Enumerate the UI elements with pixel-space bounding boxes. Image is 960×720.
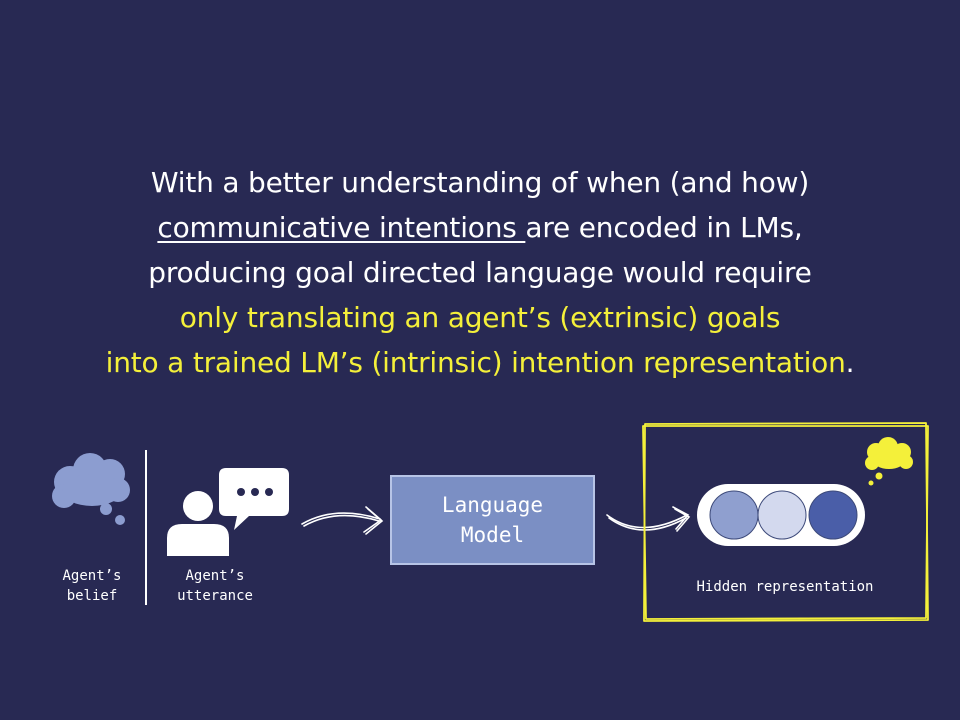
headline-line-4: only translating an agent’s (extrinsic) … <box>179 301 781 334</box>
headline-line-2-rest: are encoded in LMs, <box>525 211 803 244</box>
headline-line-2: communicative intentions are encoded in … <box>0 205 960 250</box>
hidden-representation <box>697 484 865 546</box>
hidden-unit-1 <box>709 490 759 540</box>
speech-bubble-icon <box>219 468 289 530</box>
headline-line-1: With a better understanding of when (and… <box>150 166 810 199</box>
hidden-representation-frame <box>642 422 929 622</box>
thought-cloud-icon <box>865 437 913 486</box>
arrow-icon <box>301 506 384 535</box>
person-icon <box>167 491 229 556</box>
headline-line-3: producing goal directed language would r… <box>148 256 812 289</box>
hidden-unit-3 <box>808 490 858 540</box>
headline-line-5-period: . <box>845 346 855 379</box>
language-model-box: Language Model <box>390 475 595 565</box>
headline-line-5: into a trained LM’s (intrinsic) intentio… <box>0 340 960 385</box>
language-model-label: Language Model <box>441 493 544 547</box>
arrow-icon <box>606 506 691 532</box>
hidden-unit-2 <box>757 490 807 540</box>
agent-belief-label: Agent’s belief <box>62 568 122 604</box>
hidden-representation-label: Hidden representation <box>696 579 874 595</box>
thought-cloud-icon <box>52 453 130 525</box>
headline-line-5-text: into a trained LM’s (intrinsic) intentio… <box>105 346 846 379</box>
headline-emphasis: communicative intentions <box>157 211 526 244</box>
headline: With a better understanding of when (and… <box>0 160 960 385</box>
agent-utterance-label: Agent’s utterance <box>177 568 253 604</box>
